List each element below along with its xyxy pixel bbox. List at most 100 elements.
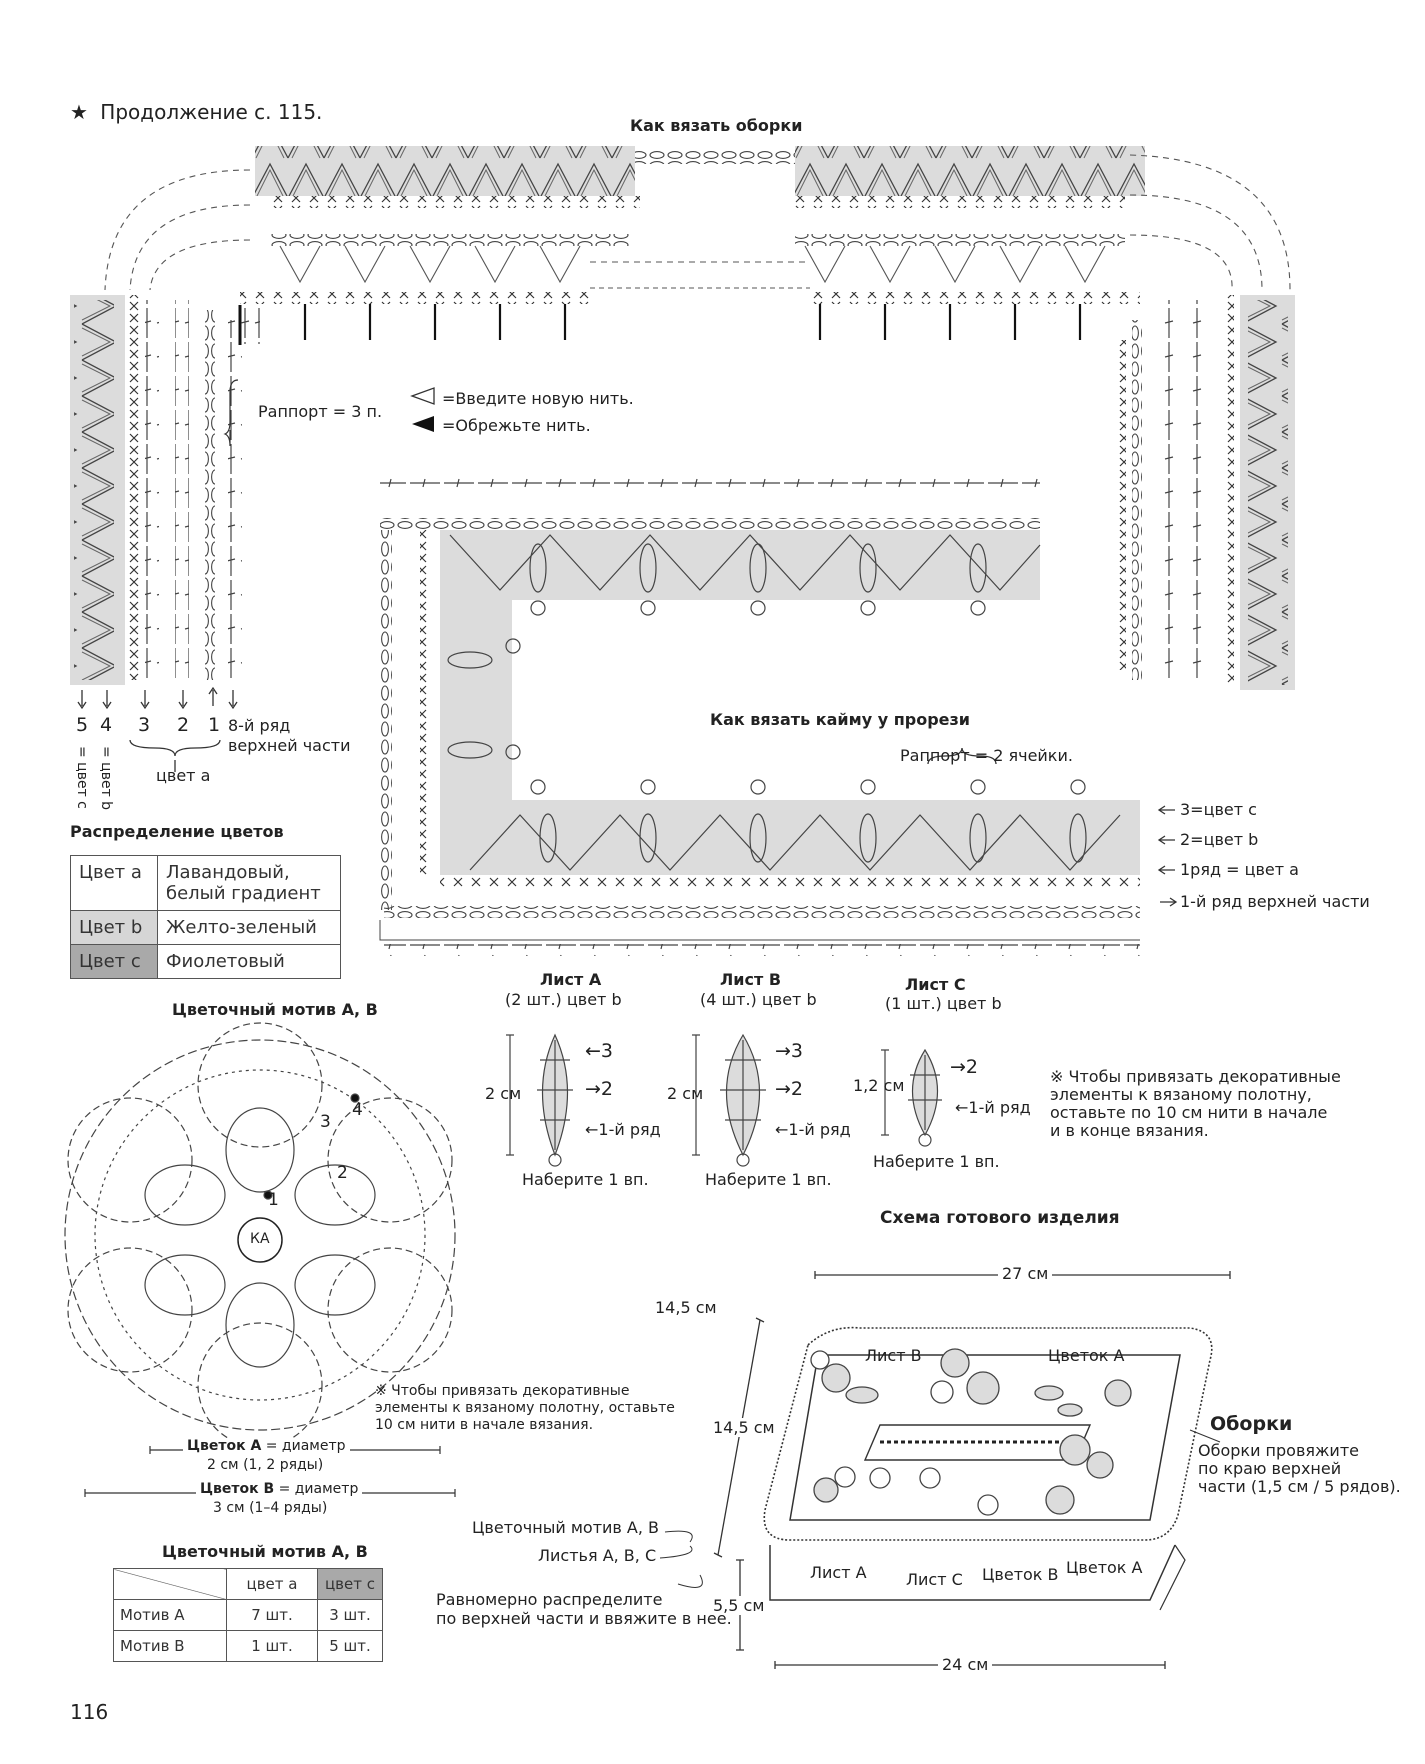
distribute-note: Равномерно распределите по верхней части… [436, 1590, 732, 1628]
motif-row-3: 3 [320, 1112, 331, 1132]
flower-b-name: Цветок В [200, 1481, 275, 1497]
leaf-a-title: Лист А [540, 970, 602, 989]
table-row: Мотив В 1 шт. 5 шт. [113, 1630, 383, 1662]
slot-top-row-1: 1-й ряд верхней части [1180, 892, 1370, 911]
flower-a-name: Цветок А [187, 1438, 262, 1454]
leaf-b-title: Лист В [720, 970, 782, 989]
row-5-color-c: = цвет с [74, 746, 90, 809]
scheme-height-label: 14,5 см [655, 1298, 717, 1317]
table-header-color-c: цвет с [317, 1568, 383, 1600]
leaf-b-row-2: →2 [775, 1078, 804, 1100]
leaf-a-start: Наберите 1 вп. [522, 1170, 649, 1189]
leaf-c-row-1: ←1-й ряд [955, 1098, 1031, 1117]
flower-motif-diagram [64, 1022, 456, 1448]
table-corner-cell [113, 1568, 227, 1600]
scheme-title: Схема готового изделия [880, 1208, 1120, 1228]
color-name: Цвет b [70, 910, 158, 945]
leaf-a-sub: (2 шт.) цвет b [505, 990, 622, 1009]
leaf-a-row-1: ←1-й ряд [585, 1120, 661, 1139]
slot-diagram-title: Как вязать кайму у прорези [710, 710, 971, 729]
ruffles-label: Оборки [1210, 1413, 1293, 1435]
motif-note-1: Цветочный мотив А, В [472, 1518, 660, 1537]
slot-diagram [379, 478, 1178, 956]
leaf-a-row-2: →2 [585, 1078, 614, 1100]
row-num-2: 2 [177, 714, 190, 736]
leaf-c-start: Наберите 1 вп. [873, 1152, 1000, 1171]
page-number: 116 [70, 1700, 109, 1724]
color-desc: Желто-зеленый [157, 910, 341, 945]
scheme-flower-b: Цветок В [982, 1565, 1059, 1584]
scheme-flower-a-bottom: Цветок А [1066, 1558, 1143, 1577]
table-cell-c: 5 шт. [317, 1630, 383, 1662]
ruffle-diagram-title: Как вязать оборки [630, 116, 803, 135]
leaf-c-title: Лист С [905, 975, 966, 994]
scheme-width-top: 27 см [998, 1264, 1053, 1283]
flower-a-diameter: 2 см (1, 2 ряды) [207, 1457, 324, 1473]
leaf-b-row-1: ←1-й ряд [775, 1120, 851, 1139]
scheme-leaf-b: Лист В [865, 1346, 922, 1365]
row-4-color-b: = цвет b [98, 746, 114, 811]
scheme-height: 14,5 см [713, 1418, 775, 1437]
leaf-a-size: 2 см [485, 1084, 522, 1103]
finished-scheme [659, 1271, 1231, 1669]
motif-count-table: цвет а цвет с Мотив А 7 шт. 3 шт. Мотив … [113, 1568, 383, 1662]
color-desc: Лавандовый, белый градиент [157, 855, 341, 911]
table-cell-a: 7 шт. [226, 1599, 318, 1631]
flower-b-diameter: 3 см (1–4 ряды) [213, 1500, 328, 1516]
top-row-8-label: 8-й ряд верхней части [228, 716, 351, 755]
table-header-color-a: цвет а [226, 1568, 318, 1600]
flower-b-desc: = диаметр [274, 1481, 359, 1497]
leaf-c-sub: (1 шт.) цвет b [885, 994, 1002, 1013]
ruffles-note: Оборки провяжите по краю верхней части (… [1198, 1441, 1401, 1496]
leaf-b-sub: (4 шт.) цвет b [700, 990, 817, 1009]
legend-cut-thread: =Обрежьте нить. [442, 416, 591, 435]
repeat-3-label: Раппорт = 3 п. [258, 402, 383, 421]
color-name: Цвет с [70, 944, 158, 979]
color-name: Цвет а [70, 855, 158, 911]
leaf-a-row-3: ←3 [585, 1040, 614, 1062]
table-cell-a: 1 шт. [226, 1630, 318, 1662]
repeat-2-label: Раппорт = 2 ячейки. [900, 746, 1073, 765]
color-desc: Фиолетовый [157, 944, 341, 979]
scheme-leaf-a: Лист А [810, 1563, 867, 1582]
row-num-5: 5 [76, 714, 89, 736]
slot-row-2: 2=цвет b [1180, 830, 1259, 849]
table-row: Цвет b Желто-зеленый [70, 910, 341, 945]
leaf-c-size: 1,2 см [853, 1076, 905, 1095]
continuation-note: ★ Продолжение с. 115. [70, 100, 322, 124]
table-row: Цвет с Фиолетовый [70, 944, 341, 979]
leaf-b-start: Наберите 1 вп. [705, 1170, 832, 1189]
motif-note-2: Листья А, В, С [538, 1546, 657, 1565]
scheme-width-bottom: 24 см [938, 1655, 993, 1674]
color-dist-table: Цвет а Лавандовый, белый градиент Цвет b… [70, 855, 341, 979]
row-num-4: 4 [100, 714, 113, 736]
continuation-text: Продолжение с. 115. [100, 100, 323, 124]
flower-b-size: Цветок В = диаметр [196, 1481, 363, 1497]
motif-row-4: 4 [352, 1100, 363, 1120]
flower-a-desc: = диаметр [261, 1438, 346, 1454]
row-num-1: 1 [208, 714, 221, 736]
table-header-row: цвет а цвет с [113, 1568, 383, 1600]
slot-row-1: 1ряд = цвет а [1180, 860, 1299, 879]
flower-motif-title: Цветочный мотив А, В [172, 1000, 378, 1019]
star-icon: ★ [70, 100, 88, 124]
motif-table-title: Цветочный мотив А, В [162, 1542, 368, 1561]
flower-motif-note: ※ Чтобы привязать декоративные элементы … [375, 1383, 675, 1433]
table-cell-name: Мотив В [113, 1630, 227, 1662]
ruffle-diagram [70, 146, 1295, 772]
rows-1-3-color-a: цвет а [156, 766, 211, 785]
flower-a-size: Цветок А = диаметр [183, 1438, 350, 1454]
color-dist-title: Распределение цветов [70, 822, 284, 841]
scheme-flower-a-top: Цветок А [1048, 1346, 1125, 1365]
table-row: Цвет а Лавандовый, белый градиент [70, 855, 341, 911]
leaf-b-size: 2 см [667, 1084, 704, 1103]
leaf-diagrams [506, 1033, 942, 1167]
row-num-3: 3 [138, 714, 151, 736]
motif-row-1: 1 [268, 1190, 279, 1210]
magic-ring-label: КА [250, 1231, 270, 1247]
scheme-leaf-c: Лист С [906, 1570, 963, 1589]
table-row: Мотив А 7 шт. 3 шт. [113, 1599, 383, 1631]
motif-row-2: 2 [337, 1163, 348, 1183]
leaf-c-row-2: →2 [950, 1056, 979, 1078]
